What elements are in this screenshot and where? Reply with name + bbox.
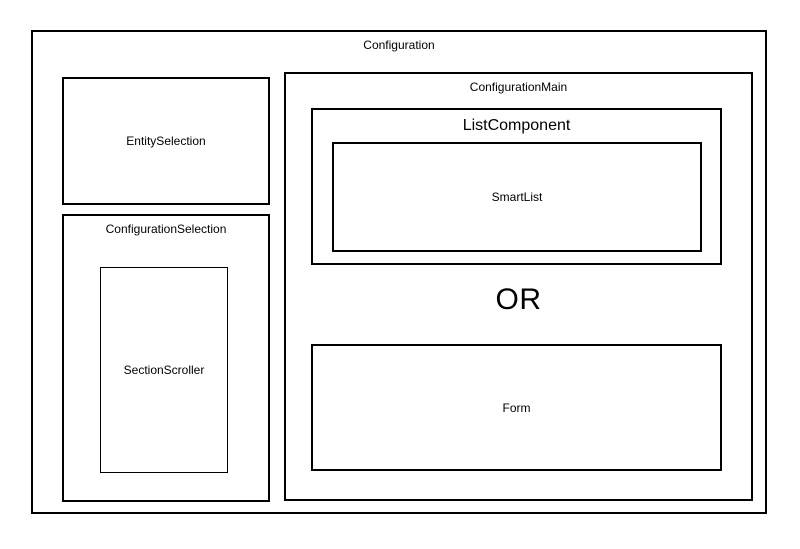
entity-selection-box[interactable]: EntitySelection [62,77,270,205]
smart-list-box[interactable]: SmartList [332,142,702,252]
configuration-selection-label: ConfigurationSelection [105,222,227,236]
list-component-label: ListComponent [462,117,571,134]
configuration-main-label: ConfigurationMain [469,80,568,94]
form-label: Form [502,400,531,415]
form-box[interactable]: Form [311,344,722,471]
entity-selection-label: EntitySelection [126,134,206,148]
section-scroller-box[interactable]: SectionScroller [100,267,228,473]
smart-list-label: SmartList [491,190,543,204]
or-separator-label: OR [495,283,542,316]
section-scroller-label: SectionScroller [123,363,205,377]
configuration-label: Configuration [363,38,435,52]
